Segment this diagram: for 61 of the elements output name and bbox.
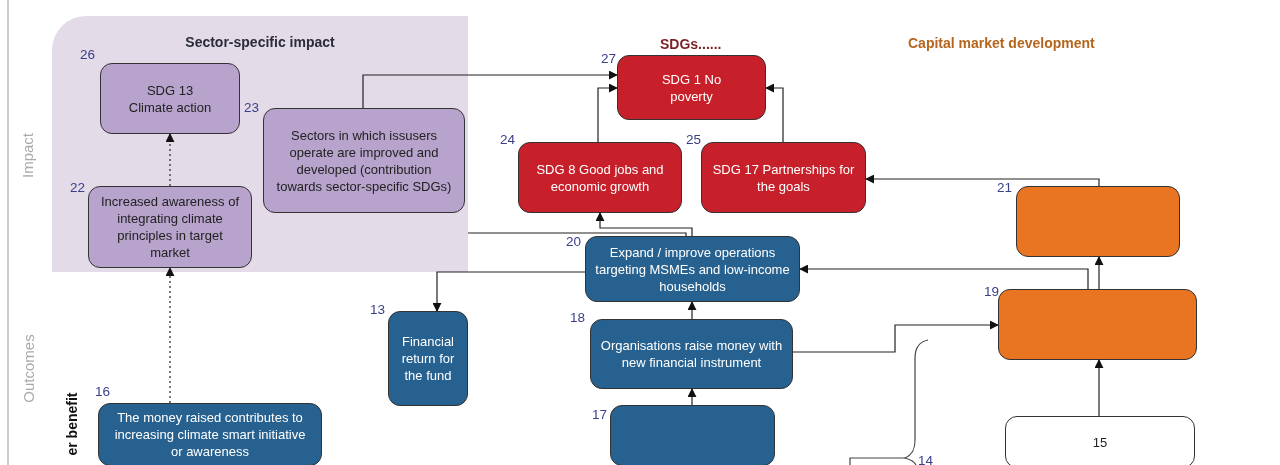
callout-number: 23 (244, 100, 260, 115)
row-label: er benefit (64, 392, 80, 456)
callout-number: 18 (570, 310, 586, 325)
node-text: The money raised contributes to increasing climate smart initiative or awareness (113, 409, 307, 460)
process-box (98, 403, 322, 465)
process-box (1005, 416, 1195, 465)
outcome-box (88, 186, 252, 268)
empty-box (610, 405, 775, 465)
callout-number: 21 (997, 180, 1013, 195)
outcome-box (100, 63, 240, 134)
arrow (1094, 256, 1104, 290)
goal-box (518, 142, 682, 213)
callout-number: 26 (80, 47, 96, 62)
column-heading: Capital market development (908, 35, 1095, 51)
arrow (432, 271, 586, 312)
node-text: Sectors in which issusers operate are improved and developed (contribution towards sector-specific SDGs) (275, 126, 453, 195)
node-text: Expand / improve operations targeting MSMEs and low-income households (595, 243, 790, 295)
callout-number: 20 (566, 234, 582, 249)
node-text: SDG 13 Climate action (127, 81, 213, 116)
arrow (799, 264, 1089, 290)
goal-box (701, 142, 866, 213)
process-box (585, 236, 800, 302)
callout-number: 14 (918, 453, 934, 465)
arrow (165, 267, 175, 404)
arrow (792, 320, 999, 353)
callout-number: 24 (500, 132, 516, 147)
callout-number: 22 (70, 180, 86, 195)
group-heading: Sector-specific impact (184, 34, 336, 51)
node-text: SDG 17 Partnerships for the goals (711, 160, 856, 195)
callout-number: 17 (592, 407, 608, 422)
row-label: Impact (19, 132, 37, 178)
callout-number: 16 (95, 384, 111, 399)
arrow (597, 83, 618, 143)
arrow (1094, 359, 1104, 417)
node-text: Organisations raise money with new financial instrument (600, 337, 783, 371)
goal-box (617, 55, 766, 120)
arrow (165, 133, 175, 187)
arrow (595, 212, 693, 237)
callout-number: 25 (686, 132, 702, 147)
arrow (765, 83, 784, 143)
arrow (687, 388, 697, 406)
callout-number: 19 (984, 284, 1000, 299)
node-text: 15 (1092, 433, 1108, 451)
connector-line (467, 232, 687, 237)
arrow (687, 301, 697, 320)
arrow (362, 70, 618, 109)
empty-box (1016, 186, 1180, 257)
group-band (52, 16, 468, 272)
process-box (590, 319, 793, 389)
column-heading: SDGs...... (660, 36, 722, 52)
node-text: SDG 1 No poverty (660, 70, 723, 105)
arrow (865, 174, 1100, 187)
callout-number: 13 (370, 302, 386, 317)
node-text: Financial return for the fund (400, 333, 456, 384)
node-text: Increased awareness of integrating climate principles in target market (100, 193, 240, 261)
row-label: Outcomes (19, 333, 37, 403)
callout-number: 27 (601, 51, 617, 66)
outcome-box (263, 108, 465, 213)
process-box (388, 311, 468, 406)
node-text: SDG 8 Good jobs and economic growth (536, 160, 664, 195)
empty-box (998, 289, 1197, 360)
